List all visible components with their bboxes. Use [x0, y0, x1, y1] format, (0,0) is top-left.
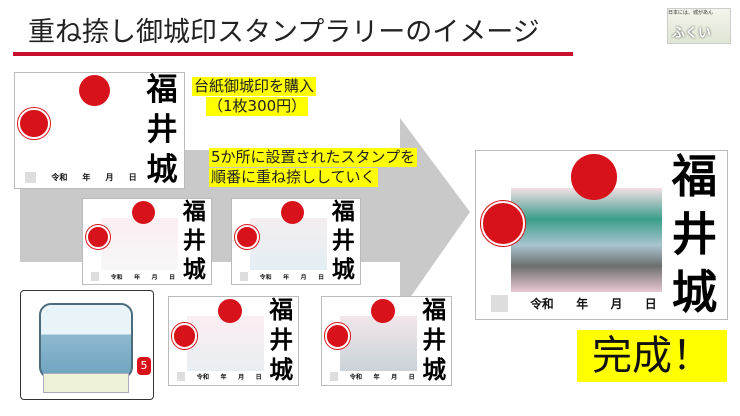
date-row: 令和 年 月 日 — [239, 271, 325, 281]
stamp-scene — [511, 187, 662, 293]
stamp-card-2: 福井城令和 年 月 日 — [231, 198, 361, 285]
date-label: 年 — [576, 297, 589, 312]
date-label: 日 — [644, 297, 657, 312]
family-crest-seal — [79, 75, 111, 107]
date-label: 令和 — [349, 374, 362, 382]
step-purchase-label: 台紙御城印を購入 — [192, 77, 317, 96]
date-row: 令和 年 月 日 — [176, 372, 262, 382]
date-label: 令和 — [196, 374, 209, 382]
complete-label: 完成！ — [577, 330, 727, 382]
date-label: 月 — [610, 297, 623, 312]
castle-name-vertical: 福井城 — [329, 198, 357, 284]
logo-big-text: ふくい — [672, 26, 712, 41]
step-price-label: （1枚300円） — [206, 97, 309, 116]
castle-name-vertical: 福井城 — [420, 296, 448, 385]
castle-name-char: 福 — [269, 296, 294, 324]
barcode-tag — [90, 271, 100, 281]
stamp-scene — [187, 316, 265, 371]
castle-name-char: 井 — [422, 326, 447, 355]
castle-seal — [234, 224, 259, 249]
castle-name-char: 井 — [269, 326, 294, 355]
castle-seal — [171, 323, 197, 349]
date-label: 日 — [408, 374, 415, 382]
date-label: 年 — [220, 374, 227, 382]
castle-name-char: 福 — [182, 198, 206, 225]
title-underline — [13, 52, 573, 56]
completed-card: 福井城令和 年 月 日 — [475, 150, 728, 320]
date-label: 月 — [391, 374, 398, 382]
date-label: 日 — [128, 172, 137, 183]
barcode-tag — [329, 372, 339, 382]
date-row: 令和 年 月 日 — [491, 295, 657, 313]
stamp-scene — [249, 217, 327, 271]
castle-name-char: 城 — [269, 356, 294, 385]
date-label: 日 — [255, 374, 262, 382]
step-stamp-line1: 5か所に設置されたスタンプを — [209, 148, 418, 167]
stamp-scene — [340, 316, 418, 371]
date-label: 令和 — [51, 172, 68, 183]
date-label: 年 — [82, 172, 91, 183]
castle-name-char: 井 — [182, 227, 206, 254]
castle-name-char: 城 — [146, 151, 178, 188]
logo-small-text: 日本には、城があん — [668, 10, 714, 16]
family-crest-seal — [131, 200, 155, 224]
date-label: 月 — [238, 374, 245, 382]
castle-name-vertical: 福井城 — [143, 75, 180, 185]
castle-name-char: 井 — [671, 207, 718, 262]
date-label: 令和 — [259, 273, 272, 281]
barcode-tag — [25, 172, 37, 184]
stamp-card-1: 福井城令和 年 月 日 — [82, 198, 212, 285]
step-stamp-line2: 順番に重ね捺ししていく — [209, 168, 378, 187]
castle-seal — [324, 323, 350, 349]
stamp-box: 5 — [20, 290, 154, 400]
castle-name-char: 城 — [182, 256, 206, 284]
date-label: 年 — [134, 273, 141, 281]
stamp-scene — [100, 217, 178, 271]
date-label: 日 — [318, 273, 325, 281]
date-label: 月 — [151, 273, 158, 281]
family-crest-seal — [218, 298, 242, 323]
castle-name-vertical: 福井城 — [267, 296, 295, 385]
stamp-card-3: 福井城令和 年 月 日 — [168, 296, 299, 386]
castle-name-vertical: 福井城 — [180, 198, 208, 284]
page-title: 重ね捺し御城印スタンプラリーのイメージ — [28, 17, 540, 48]
family-crest-seal — [280, 200, 304, 224]
stamp-base — [43, 373, 129, 393]
date-label: 月 — [105, 172, 114, 183]
barcode-tag — [491, 295, 508, 313]
date-label: 月 — [300, 273, 307, 281]
castle-name-char: 福 — [422, 296, 447, 324]
castle-name-char: 井 — [331, 227, 355, 254]
castle-name-char: 城 — [331, 256, 355, 284]
barcode-tag — [176, 372, 186, 382]
date-row: 令和 年 月 日 — [25, 172, 137, 184]
castle-name-char: 福 — [671, 150, 718, 204]
castle-name-char: 城 — [422, 356, 447, 385]
date-label: 年 — [373, 374, 380, 382]
date-label: 年 — [283, 273, 290, 281]
castle-seal — [481, 201, 526, 246]
castle-name-vertical: 福井城 — [667, 150, 722, 320]
castle-name-char: 福 — [331, 198, 355, 225]
castle-name-char: 城 — [671, 265, 718, 320]
date-label: 令和 — [530, 297, 554, 312]
blank-card: 福井城令和 年 月 日 — [14, 72, 185, 189]
castle-name-char: 井 — [146, 111, 178, 148]
castle-seal — [85, 224, 110, 249]
date-row: 令和 年 月 日 — [329, 372, 415, 382]
stamp-card-4: 福井城令和 年 月 日 — [321, 296, 452, 386]
date-label: 日 — [169, 273, 176, 281]
barcode-tag — [239, 271, 249, 281]
logo: 日本には、城があん ふくい — [667, 8, 731, 44]
family-crest-seal — [571, 154, 617, 200]
castle-seal — [18, 107, 50, 140]
family-crest-seal — [371, 298, 395, 323]
date-row: 令和 年 月 日 — [90, 271, 176, 281]
castle-name-char: 福 — [146, 72, 178, 109]
date-label: 令和 — [110, 273, 123, 281]
stamp-illustration — [39, 303, 133, 379]
stamp-number-badge: 5 — [137, 357, 151, 375]
